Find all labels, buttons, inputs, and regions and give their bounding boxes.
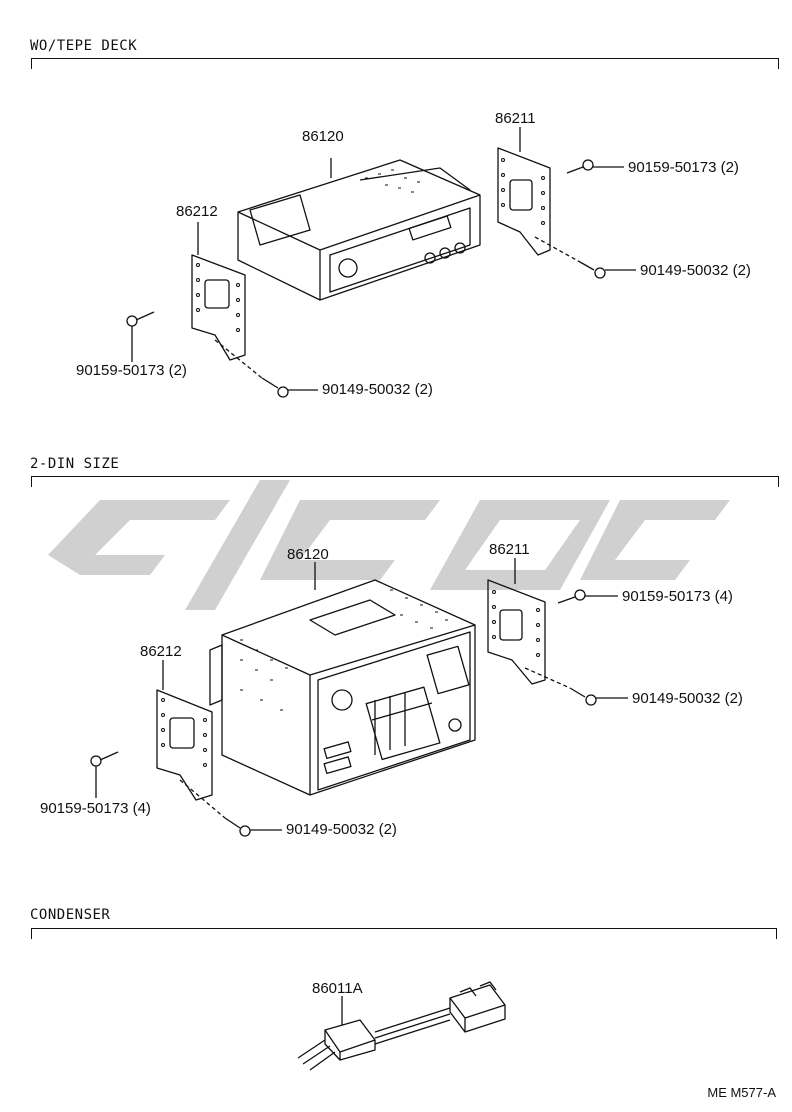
part-label-bolt: 90159-50173 (2) [76, 362, 187, 379]
dashed-guide [179, 779, 226, 819]
part-label-radio: 86120 [302, 128, 344, 145]
screw-icon [261, 377, 289, 398]
part-label-screw: 90149-50032 (2) [286, 821, 397, 838]
section-title-condenser: CONDENSER [30, 907, 111, 923]
dashed-guide [524, 667, 571, 689]
part-label-radio: 86120 [287, 546, 329, 563]
condenser-86011A [297, 981, 506, 1071]
radio-unit-tape-deck [237, 159, 481, 301]
dashed-guide [534, 236, 581, 263]
part-label-bracket-left: 86212 [140, 643, 182, 660]
part-label-bracket-left: 86212 [176, 203, 218, 220]
part-label-bolt: 90159-50173 (4) [40, 800, 151, 817]
bracket-right-86211 [497, 147, 551, 256]
part-label-screw: 90149-50032 (2) [640, 262, 751, 279]
bolt-icon [126, 311, 155, 327]
part-label-condenser: 86011A [312, 980, 363, 997]
part-label-screw: 90149-50032 (2) [322, 381, 433, 398]
screw-icon [224, 817, 251, 837]
part-label-screw: 90149-50032 (2) [632, 690, 743, 707]
section-title-tape-deck: WO/TEPE DECK [30, 38, 138, 54]
bracket-right-86211 [487, 579, 546, 685]
radio-unit-2din [209, 579, 476, 796]
bolt-icon [566, 159, 594, 174]
section-title-2din: 2-DIN SIZE [30, 456, 120, 472]
screw-icon [569, 687, 597, 706]
section-bracket [31, 928, 777, 939]
bolt-icon [557, 589, 586, 604]
bolt-icon [90, 751, 119, 767]
bracket-left-86212 [191, 254, 246, 361]
section-bracket [31, 476, 779, 487]
dashed-guide [214, 339, 263, 379]
part-label-bracket-right: 86211 [489, 541, 530, 558]
bracket-left-86212 [156, 689, 213, 801]
part-label-bracket-right: 86211 [495, 110, 536, 127]
section-bracket [31, 58, 779, 69]
part-label-bolt: 90159-50173 (2) [628, 159, 739, 176]
drawing-code: ME M577-A [707, 1085, 776, 1100]
screw-icon [579, 261, 606, 279]
part-label-bolt: 90159-50173 (4) [622, 588, 733, 605]
